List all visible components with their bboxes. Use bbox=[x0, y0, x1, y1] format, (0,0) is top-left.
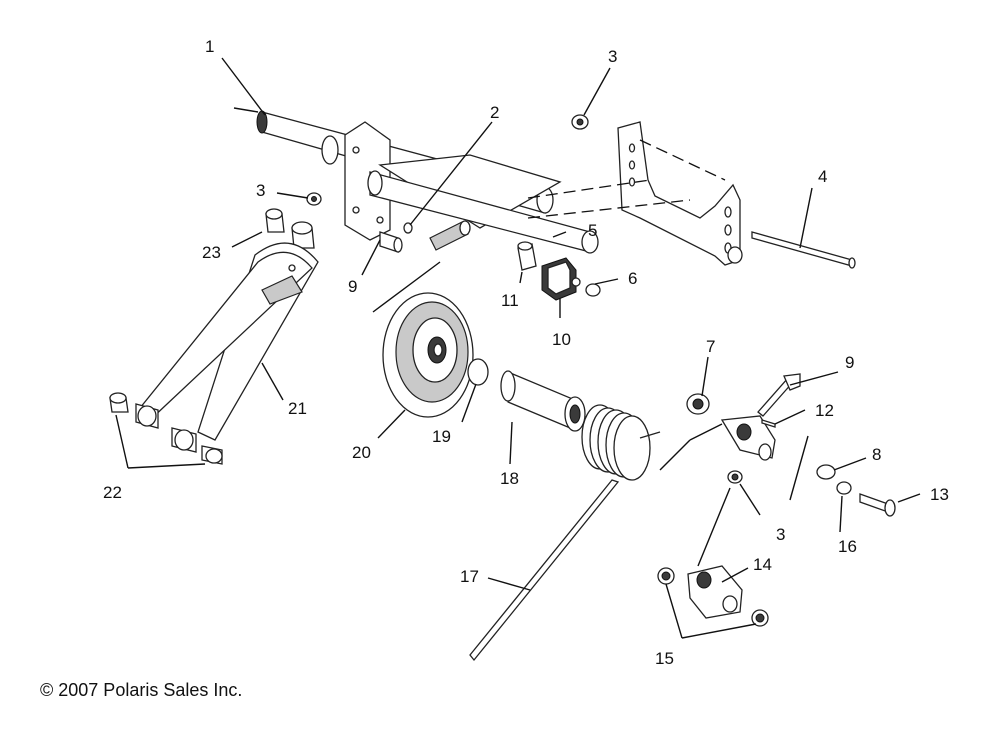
callout-9-right: 9 bbox=[845, 353, 854, 372]
callout-21: 21 bbox=[288, 399, 307, 418]
callout-18: 18 bbox=[500, 469, 519, 488]
rear-arm-bracket bbox=[617, 121, 743, 266]
callout-8: 8 bbox=[872, 445, 881, 464]
front-shaft-assembly bbox=[256, 110, 599, 254]
callout-17: 17 bbox=[460, 567, 479, 586]
callout-16: 16 bbox=[838, 537, 857, 556]
rod-part-4 bbox=[751, 231, 856, 269]
bushings-part-22 bbox=[109, 392, 223, 465]
bushing-part-7 bbox=[686, 393, 710, 415]
callout-19: 19 bbox=[432, 427, 451, 446]
callout-14: 14 bbox=[753, 555, 772, 574]
callout-7: 7 bbox=[706, 337, 715, 356]
bolt-part-9-right bbox=[757, 373, 801, 417]
dashed-alignment-line bbox=[527, 199, 691, 219]
nut-part-3-lower bbox=[727, 470, 743, 484]
bolt-part-13 bbox=[859, 493, 896, 517]
torsion-spring-part-17 bbox=[469, 404, 661, 662]
washer-part-19 bbox=[467, 358, 489, 386]
link-part-14 bbox=[687, 565, 743, 619]
screw-part-2 bbox=[403, 222, 413, 234]
idler-wheel-part-20 bbox=[382, 292, 474, 418]
cotter-pin-part-12 bbox=[761, 419, 776, 428]
callout-6: 6 bbox=[628, 269, 637, 288]
callout-13: 13 bbox=[930, 485, 949, 504]
washer-part-8 bbox=[816, 464, 836, 480]
dashed-alignment-line bbox=[639, 139, 726, 181]
nut-part-3-left bbox=[306, 192, 322, 206]
sleeve-part-18 bbox=[500, 370, 586, 432]
washer-part-16 bbox=[836, 481, 852, 495]
bushing-part-11 bbox=[517, 241, 537, 271]
copyright-notice: © 2007 Polaris Sales Inc. bbox=[40, 680, 243, 700]
callout-11: 11 bbox=[501, 291, 519, 310]
callout-15: 15 bbox=[655, 649, 674, 668]
bolt-part-9-left bbox=[379, 231, 403, 253]
dashed-alignment-line bbox=[527, 179, 651, 199]
callout-2: 2 bbox=[490, 103, 499, 122]
callout-4: 4 bbox=[818, 167, 827, 186]
bushings-part-23 bbox=[265, 208, 315, 249]
bushings-part-15 bbox=[657, 567, 769, 627]
o-ring-part-6 bbox=[585, 283, 601, 297]
callout-5: 5 bbox=[588, 221, 597, 240]
callout-12: 12 bbox=[815, 401, 834, 420]
callout-3-top: 3 bbox=[608, 47, 617, 66]
callout-23: 23 bbox=[202, 243, 221, 262]
callout-9-left: 9 bbox=[348, 277, 357, 296]
callout-1: 1 bbox=[205, 37, 214, 56]
callout-labels: 1 2 3 3 3 4 5 6 7 8 9 9 10 11 12 13 14 1… bbox=[103, 37, 949, 668]
adjuster-part-10 bbox=[541, 257, 581, 301]
link-block-part-8 bbox=[720, 415, 776, 461]
callout-20: 20 bbox=[352, 443, 371, 462]
callout-22: 22 bbox=[103, 483, 122, 502]
nut-part-3-top bbox=[571, 114, 589, 130]
rocker-arm-part-21 bbox=[139, 242, 319, 441]
callout-3-left: 3 bbox=[256, 181, 265, 200]
leader-lines bbox=[115, 57, 921, 639]
callout-10: 10 bbox=[552, 330, 571, 349]
callout-3-lower: 3 bbox=[776, 525, 785, 544]
